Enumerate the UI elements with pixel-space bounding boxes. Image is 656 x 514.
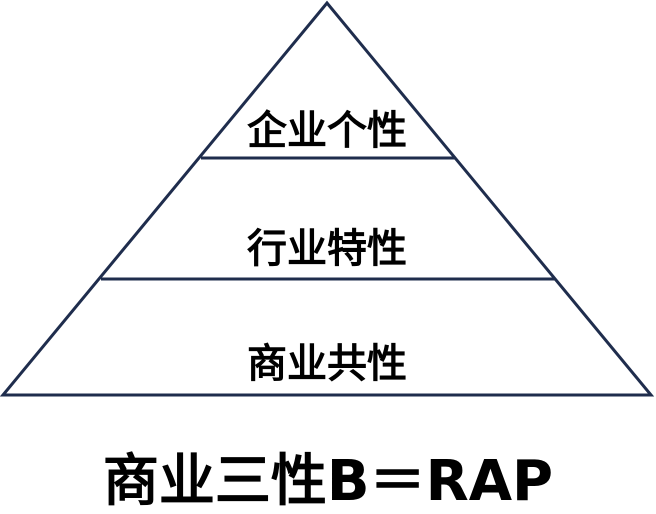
tier-label-industry: 行业特性 [247, 226, 407, 272]
tier-label-enterprise: 企业个性 [247, 108, 407, 154]
tier-label-business: 商业共性 [247, 341, 407, 387]
pyramid-outline [0, 0, 655, 397]
diagram-caption: 商业三性B＝RAP [103, 449, 553, 514]
